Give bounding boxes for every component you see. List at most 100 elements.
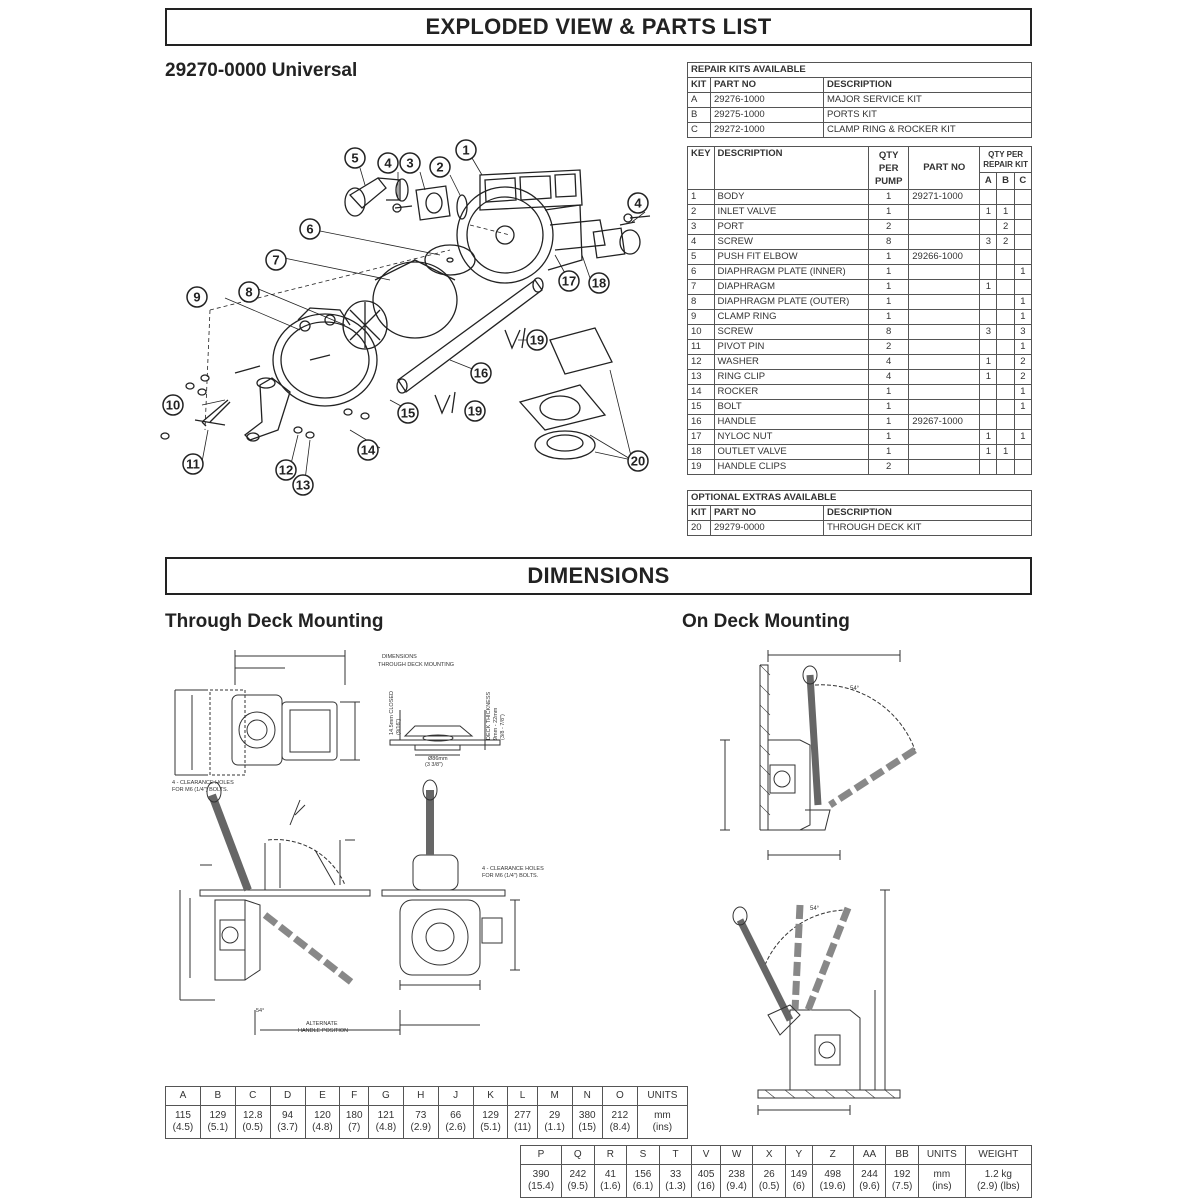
description-cell: BODY — [713, 189, 870, 205]
dimension-ins: (15.4) — [527, 1181, 555, 1192]
clearance-note-3: 4 - CLEARANCE HOLES — [482, 866, 544, 872]
kit-c-cell: 1 — [1013, 309, 1033, 325]
kit-cell: A — [687, 92, 711, 108]
part-no-header: PART NO — [908, 146, 981, 190]
dimension-label: B — [199, 1086, 236, 1106]
kit-a-cell — [979, 309, 998, 325]
part-no-cell — [908, 279, 981, 295]
clearance-note-4: FOR M6 (1/4") BOLTS. — [482, 873, 539, 879]
dimension-value: 380(15) — [571, 1105, 603, 1139]
kit-b-header: B — [996, 172, 1015, 190]
qty-cell: 1 — [868, 414, 910, 430]
diameter-inch-label: (3 3/8") — [425, 762, 443, 768]
dimension-ins: (1.1) — [544, 1122, 565, 1133]
description-cell: CLAMP RING — [713, 309, 870, 325]
dimension-label: BB — [885, 1145, 919, 1165]
optional-extras-title: OPTIONAL EXTRAS AVAILABLE — [687, 490, 1032, 506]
part-no-cell — [908, 354, 981, 370]
callout-circle — [429, 156, 451, 178]
dimension-ins: (7.5) — [891, 1181, 913, 1192]
description-cell: ROCKER — [713, 384, 870, 400]
callout-number: 15 — [401, 406, 415, 421]
dimension-ins: (1.6) — [600, 1181, 621, 1192]
kit-c-cell: 1 — [1013, 399, 1033, 415]
rocker-drawing — [244, 377, 291, 442]
part-no-cell — [908, 444, 981, 460]
callout-circle — [627, 192, 649, 214]
dimension-label: WEIGHT — [964, 1145, 1033, 1165]
dimension-mm: 390 — [532, 1169, 550, 1180]
optional-extras-table: OPTIONAL EXTRAS AVAILABLE KIT PART NO DE… — [687, 490, 1032, 536]
dimension-ins: (19.6) — [819, 1181, 846, 1192]
callout-circle — [377, 152, 399, 174]
description-cell: NYLOC NUT — [713, 429, 870, 445]
kit-a-cell — [979, 294, 998, 310]
part-no-cell: 29271-1000 — [908, 189, 981, 205]
part-no-cell — [908, 204, 981, 220]
kit-c-cell: 1 — [1013, 294, 1033, 310]
part-no-cell — [908, 384, 981, 400]
dimension-ins: (2.9) — [410, 1122, 432, 1133]
key-header: KEY — [687, 146, 715, 190]
kit-c-cell: 3 — [1013, 324, 1033, 340]
part-no-cell — [908, 369, 981, 385]
dimension-ins: (1.3) — [665, 1181, 686, 1192]
callout-circle — [275, 459, 297, 481]
dimension-label: UNITS — [636, 1086, 689, 1106]
dimensions-title: DIMENSIONS — [527, 563, 670, 588]
kit-a-cell — [979, 384, 998, 400]
qty-cell: 8 — [868, 234, 910, 250]
kit-b-cell — [996, 279, 1015, 295]
kit-a-cell: 1 — [979, 444, 998, 460]
key-cell: 12 — [687, 354, 715, 370]
callout-number: 10 — [166, 398, 180, 413]
dimension-mm: 180 — [345, 1110, 363, 1121]
deck-section-view — [389, 710, 501, 756]
dimension-label: AA — [852, 1145, 887, 1165]
deck-range-inch-label: (3/8 - 7/8") — [500, 714, 506, 740]
dimension-ins: (4.8) — [375, 1122, 397, 1133]
dims-title-2: THROUGH DECK MOUNTING — [378, 662, 454, 668]
dimension-mm: 120 — [314, 1110, 331, 1121]
dimension-mm: 405 — [697, 1169, 715, 1180]
dimension-mm: 12.8 — [242, 1110, 263, 1121]
description-cell: MAJOR SERVICE KIT — [823, 92, 1032, 108]
dimension-ins: (0.5) — [758, 1181, 780, 1192]
key-cell: 17 — [687, 429, 715, 445]
diaphragm-drawing — [342, 244, 476, 350]
pins-and-washers-drawing — [160, 365, 370, 440]
dimension-mm: 33 — [670, 1169, 682, 1180]
description-cell: DIAPHRAGM PLATE (INNER) — [713, 264, 870, 280]
part-no-cell — [908, 264, 981, 280]
dimension-label: X — [752, 1145, 786, 1165]
side-elevation-view — [179, 781, 401, 1035]
callout-circle — [397, 402, 419, 424]
dimension-label: N — [571, 1086, 603, 1106]
key-cell: 13 — [687, 369, 715, 385]
kit-c-cell: 1 — [1013, 384, 1033, 400]
callout-circle — [455, 139, 477, 161]
dimension-mm: 498 — [824, 1169, 842, 1180]
callout-number: 17 — [562, 274, 576, 289]
dimension-mm: 242 — [569, 1169, 587, 1180]
dimension-value: 277(11) — [507, 1105, 538, 1139]
key-cell: 15 — [687, 399, 715, 415]
description-header: DESCRIPTION — [823, 505, 1032, 521]
part-no-cell — [908, 324, 981, 340]
dimension-value: 149(6) — [784, 1164, 813, 1198]
closed-inch-label: (9/16") — [396, 719, 402, 735]
dimension-mm: 26 — [763, 1169, 775, 1180]
kit-c-cell — [1013, 249, 1033, 265]
angle-label: 54° — [256, 1008, 264, 1014]
description-cell: PUSH FIT ELBOW — [713, 249, 870, 265]
dimension-value: 94(3.7) — [269, 1105, 306, 1139]
